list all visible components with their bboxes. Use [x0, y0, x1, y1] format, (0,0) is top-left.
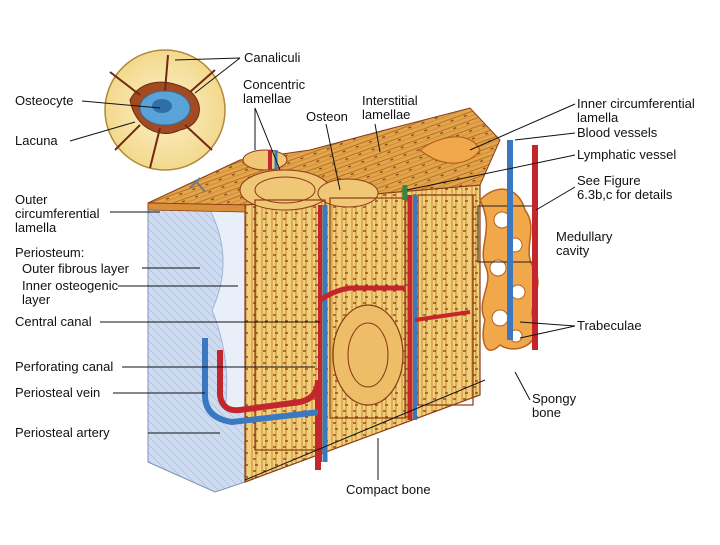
label-outer-fibrous-layer: Outer fibrous layer: [22, 261, 129, 276]
vessels: [202, 140, 538, 470]
osteon-cut-face: [332, 304, 404, 406]
label-spongy-bone: Spongy bone: [532, 391, 577, 420]
perforating-vessel: [318, 285, 405, 303]
osteocyte-inset: [104, 49, 226, 193]
label-medullary-cavity: Medullary cavity: [556, 229, 613, 258]
leader-lymphatic: [406, 154, 576, 191]
leader-interstitial: [374, 123, 381, 153]
label-osteon: Osteon: [306, 109, 348, 124]
leader-osteocyte: [81, 100, 161, 109]
osteon-top-1: [239, 169, 331, 211]
periosteal-artery: [217, 350, 321, 470]
label-trabeculae: Trabeculae: [577, 318, 642, 333]
inset-pointer: [189, 177, 206, 193]
label-perforating-canal: Perforating canal: [15, 359, 114, 374]
osteon-column-2: [329, 197, 406, 419]
leader-lacuna: [69, 121, 136, 142]
trabeculae-top: [419, 136, 481, 164]
periosteal-vein: [202, 338, 321, 426]
leader-see-figure: [535, 186, 576, 211]
label-central-canal: Central canal: [15, 314, 92, 329]
canaliculi-lines: [109, 54, 216, 169]
label-compact-bone: Compact bone: [346, 482, 431, 497]
trabecular-hole: [510, 284, 526, 300]
compact-bone-bracket: [244, 379, 486, 481]
osteon-top-1-ring: [254, 176, 316, 204]
inner-vessel-link: [414, 310, 471, 322]
leader-spongy: [514, 371, 531, 401]
leader-inner-circumferential: [469, 103, 576, 151]
trabecular-hole: [489, 259, 507, 277]
label-osteocyte: Osteocyte: [15, 93, 74, 108]
label-concentric-lamellae: Concentric lamellae: [243, 77, 306, 106]
leader-lines: [69, 57, 576, 481]
label-lymphatic-vessel: Lymphatic vessel: [577, 147, 677, 162]
leader-concentric: [254, 107, 281, 171]
leader-osteon: [325, 123, 341, 191]
bone-block: [147, 107, 501, 493]
label-canaliculi: Canaliculi: [244, 50, 301, 65]
osteon-cut-face-ring: [347, 322, 389, 388]
leader-blood-vessels: [514, 132, 576, 141]
label-inner-circumferential-lamella: Inner circumferential lamella: [577, 96, 695, 125]
label-blood-vessels: Blood vessels: [577, 125, 658, 140]
leader-canaliculi: [174, 57, 241, 94]
osteocyte-nucleus: [152, 99, 172, 113]
inner-osteogenic-layer: [209, 209, 246, 411]
label-outer-circumferential-lamella: Outer circumferential lamella: [15, 192, 100, 235]
osteon-top-3: [242, 149, 288, 171]
label-see-figure: See Figure 6.3b,c for details: [577, 173, 673, 202]
label-periosteum: Periosteum:: [15, 245, 85, 260]
label-periosteal-vein: Periosteal vein: [15, 385, 101, 400]
label-lacuna: Lacuna: [15, 133, 58, 148]
label-inner-osteogenic-layer: Inner osteogenic layer: [22, 278, 119, 307]
osteon-top-2: [317, 178, 379, 208]
label-interstitial-lamellae: Interstitial lamellae: [362, 93, 418, 122]
trabecular-hole: [491, 309, 509, 327]
label-periosteal-artery: Periosteal artery: [15, 425, 110, 440]
leader-trabeculae: [519, 321, 576, 339]
outer-circumferential-lamella-edge: [147, 202, 246, 213]
osteon-column-3: [417, 194, 474, 406]
